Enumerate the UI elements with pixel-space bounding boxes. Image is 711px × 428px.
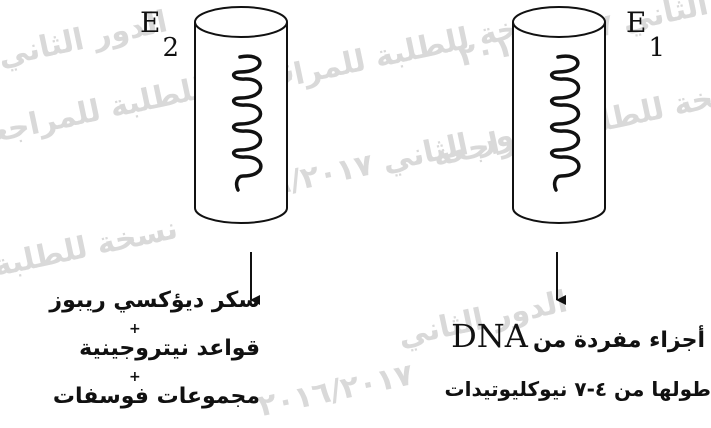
enzyme-subscript: 2 [162, 33, 179, 63]
enzyme-label-e2: E2 [140, 6, 179, 63]
cylinder-e2 [194, 6, 288, 224]
product-sugar: سكر ديؤكسي ريبوز [49, 288, 260, 313]
product-phosphates: مجموعات فوسفات [52, 384, 260, 409]
product-dna-fragments: DNA أجزاء مفردة من [451, 317, 705, 355]
plus-sign: + [129, 369, 141, 385]
enzyme-subscript: 1 [648, 33, 665, 63]
dna-label: DNA [451, 317, 528, 355]
coil-icon [232, 54, 263, 192]
enzyme-letter: E [626, 6, 647, 39]
plus-sign: + [129, 321, 141, 337]
product-bases: قواعد نيتروجينية [79, 336, 260, 361]
enzyme-letter: E [140, 6, 161, 39]
coil-icon [550, 54, 581, 192]
enzyme-label-e1: E1 [626, 6, 665, 63]
fragments-label: أجزاء مفردة من [532, 328, 705, 353]
fragment-length: طولها من ٤-٧ نيوكليوتيدات [444, 377, 711, 401]
cylinder-e1 [512, 6, 606, 224]
